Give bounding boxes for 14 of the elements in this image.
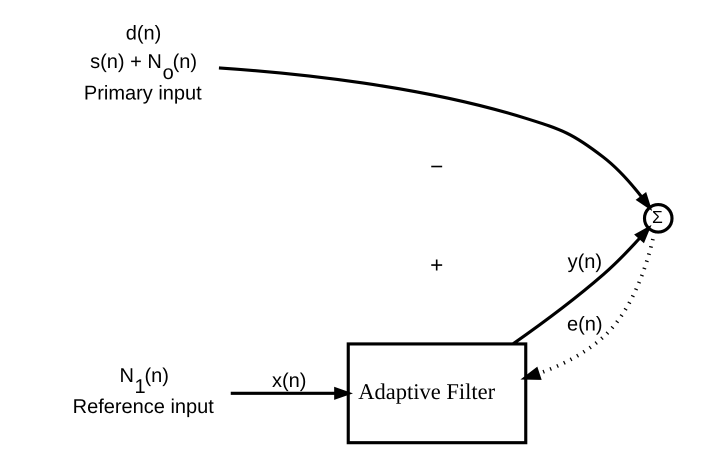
arrow — [218, 66, 652, 211]
edge-label: e(n) — [566, 314, 602, 336]
arrow — [512, 224, 652, 346]
node-circle: Σ — [642, 203, 674, 234]
label: − — [430, 154, 443, 179]
node-text: Reference input — [72, 396, 214, 418]
edge-label: y(n) — [567, 251, 602, 274]
node-text: Primary input — [83, 82, 202, 104]
label: + — [430, 252, 443, 278]
node-box: Adaptive Filter — [346, 342, 527, 444]
arrow — [520, 231, 656, 380]
arrow — [230, 386, 352, 400]
node-label: d(n) — [125, 22, 161, 44]
edge-label: x(n) — [272, 370, 306, 392]
